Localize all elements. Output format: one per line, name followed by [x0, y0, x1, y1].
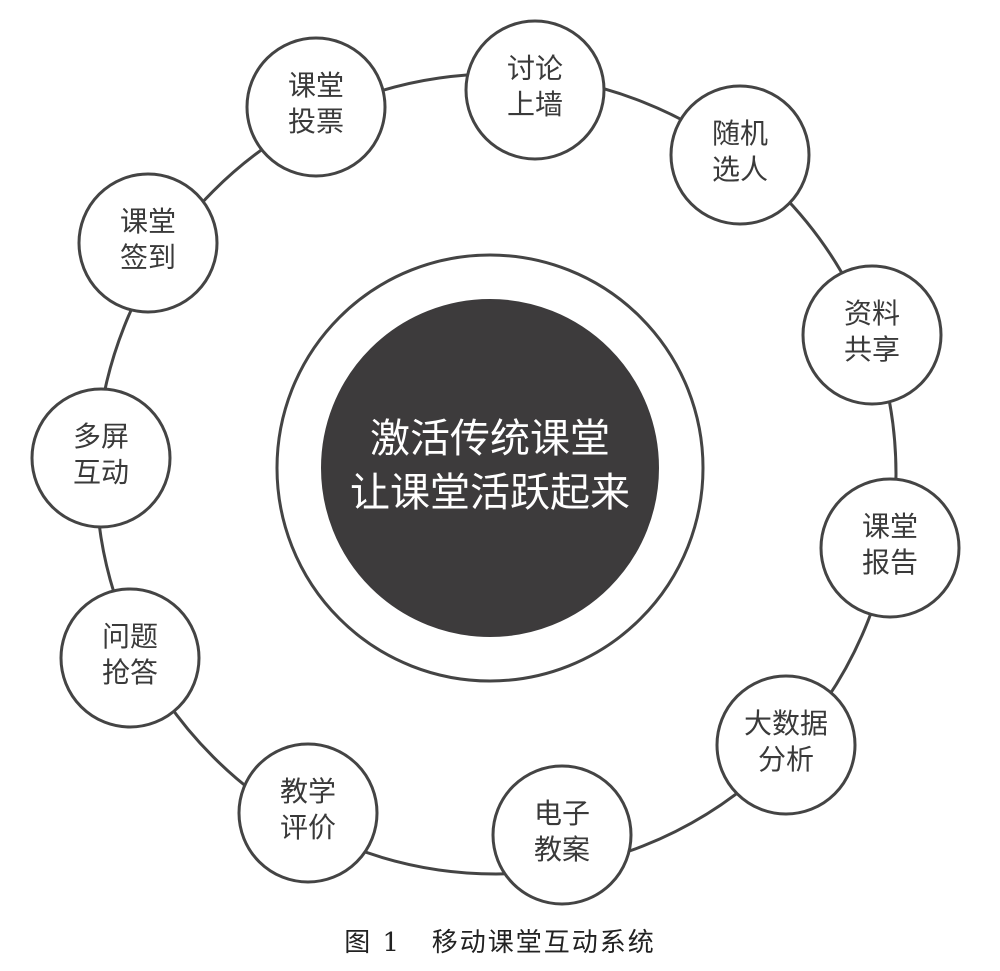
node-class-report: 课堂 报告: [819, 477, 961, 619]
node-class-vote: 课堂 投票: [245, 36, 387, 178]
node-teaching-eval-label-1: 教学: [280, 775, 336, 808]
node-teaching-eval-label-2: 评价: [280, 811, 336, 844]
figure-title: 移动课堂互动系统: [431, 928, 656, 958]
node-discussion-wall: 讨论 上墙: [464, 19, 606, 161]
node-e-lesson-plan-label-2: 教案: [534, 833, 590, 866]
node-discussion-wall-label-2: 上墙: [507, 88, 563, 121]
node-class-report-label-2: 报告: [862, 546, 918, 579]
node-class-report-label-1: 课堂: [862, 510, 918, 543]
node-class-vote-label-2: 投票: [288, 105, 344, 138]
node-multi-screen-label-1: 多屏: [73, 420, 129, 453]
node-random-pick-label-2: 选人: [712, 153, 768, 186]
node-question-rush-label-1: 问题: [102, 620, 158, 653]
node-discussion-wall-label-1: 讨论: [507, 52, 563, 85]
node-big-data-label-2: 分析: [758, 743, 814, 776]
node-question-rush-label-2: 抢答: [102, 656, 158, 689]
node-resource-share: 资料 共享: [801, 264, 943, 406]
center-title-line2: 让课堂活跃起来: [350, 470, 630, 516]
center-title-line1: 激活传统课堂: [370, 416, 610, 462]
node-resource-share-label-2: 共享: [844, 333, 900, 366]
node-teaching-eval: 教学 评价: [237, 742, 379, 884]
figure-number: 图 1: [344, 928, 401, 958]
node-question-rush: 问题 抢答: [59, 587, 201, 729]
node-big-data-label-1: 大数据: [744, 707, 828, 740]
node-e-lesson-plan: 电子 教案: [491, 764, 633, 906]
node-multi-screen: 多屏 互动: [30, 387, 172, 529]
node-e-lesson-plan-label-1: 电子: [534, 797, 590, 830]
node-class-signin: 课堂 签到: [77, 172, 219, 314]
node-big-data: 大数据 分析: [715, 674, 857, 816]
center-disc: [321, 299, 659, 637]
node-multi-screen-label-2: 互动: [73, 456, 129, 489]
node-class-signin-label-2: 签到: [120, 241, 176, 274]
node-resource-share-label-1: 资料: [844, 297, 900, 330]
node-random-pick: 随机 选人: [669, 84, 811, 226]
node-class-signin-label-1: 课堂: [120, 205, 176, 238]
figure-caption: 图 1 移动课堂互动系统: [0, 922, 1000, 959]
node-class-vote-label-1: 课堂: [288, 69, 344, 102]
node-random-pick-label-1: 随机: [712, 117, 768, 150]
